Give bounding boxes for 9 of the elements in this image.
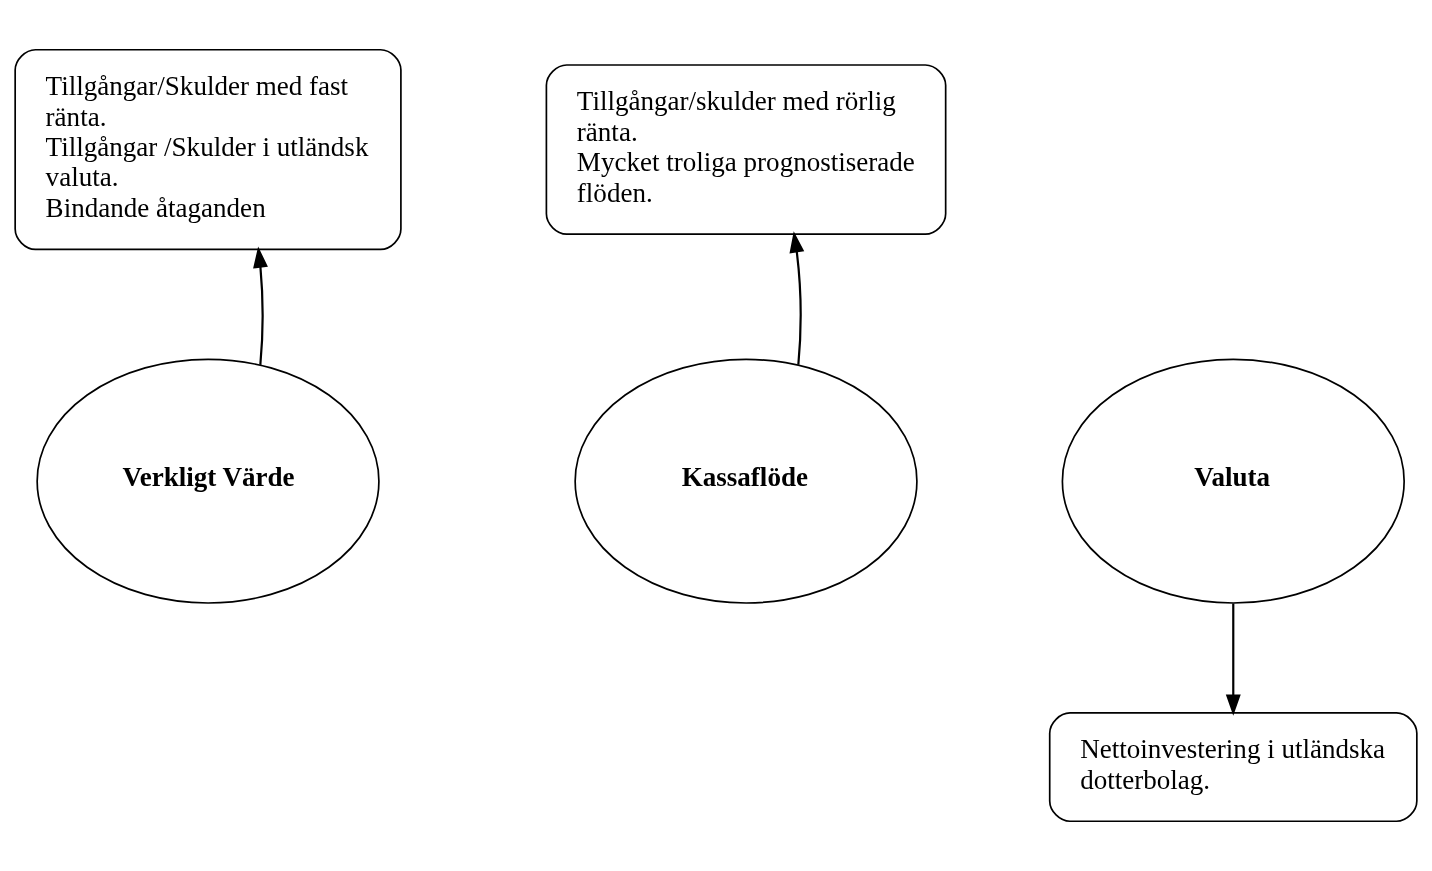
arrow (789, 231, 805, 365)
node-box: Nettoinvestering i utländska dotterbolag. (1048, 712, 1418, 823)
node-box: Tillgångar/skulder med rörlig ränta. Mycket troliga prognostiserade flöden. (545, 64, 947, 235)
node-ellipse: Kassaflöde (574, 358, 918, 604)
arrow (1225, 603, 1241, 716)
node-ellipse: Valuta (1061, 358, 1405, 604)
arrow (253, 246, 268, 365)
node-ellipse: Verkligt Värde (36, 358, 380, 604)
node-box: Tillgångar/Skulder med fast ränta. Tillgångar /Skulder i utländsk valuta. Bindande åtaganden (14, 48, 402, 251)
